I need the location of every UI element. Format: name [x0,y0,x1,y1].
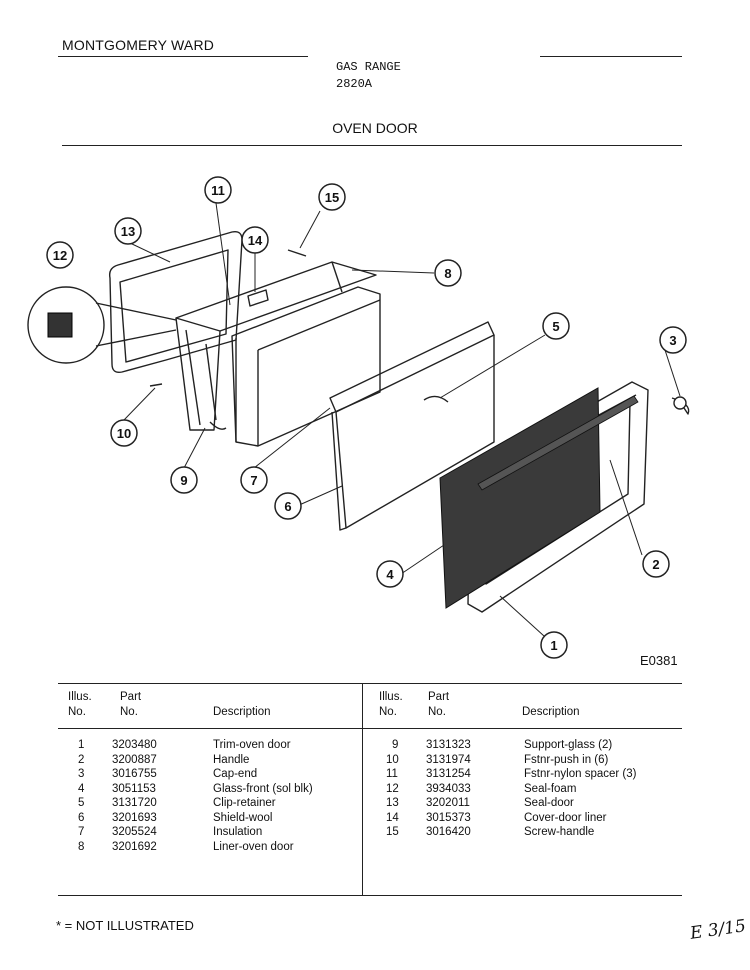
exploded-diagram: 1 2 3 4 5 6 7 8 9 10 11 12 13 14 15 [27,176,690,659]
support-glass-part [209,421,227,430]
diagram-code: E0381 [640,653,678,668]
callout-label: 13 [121,224,135,239]
callout-label: 9 [180,473,187,488]
seal-foam-zoom [27,286,105,364]
callout-label: 2 [652,557,659,572]
trim-oven-door-part [467,381,649,613]
clip-retainer-part [423,395,449,403]
col-header-desc-left: Description [213,706,271,718]
model-number: 2820A [336,77,373,91]
col-header-desc-right: Description [522,706,580,718]
section-title: OVEN DOOR [332,120,418,136]
callout-label: 8 [444,266,451,281]
callout-9 [170,466,198,494]
title-rule [62,145,682,146]
callout-8 [434,259,462,287]
seal-foam-part [47,312,73,338]
handwritten-note: E 3/15 [688,916,748,944]
col-header-illus-right: Illus.No. [379,691,403,718]
callout-label: 7 [250,473,257,488]
callout-15 [318,183,346,211]
liner-oven-door-part [175,261,377,332]
handle-bar [477,395,639,491]
callout-11 [204,176,232,204]
callout-13 [114,217,142,245]
callout-label: 6 [284,499,291,514]
callout-7 [240,466,268,494]
callout-label: 11 [211,183,225,198]
callout-label: 15 [325,190,339,205]
callout-6 [274,492,302,520]
callout-label: 5 [552,319,559,334]
callout-label: 1 [550,638,557,653]
glass-front-part [439,387,601,609]
callout-label: 10 [117,426,131,441]
callout-14 [241,226,269,254]
seal-door-part [108,230,243,374]
header-rule-right [540,56,682,57]
callout-label: 12 [53,248,67,263]
table-divider [362,683,363,895]
table-header-rule [58,728,682,729]
callout-label: 14 [248,233,263,248]
callout-label: 3 [669,333,676,348]
callout-4 [376,560,404,588]
screw-part [287,249,307,257]
product-name: GAS RANGE [336,60,401,74]
shield-wool-part [329,321,495,413]
callout-5 [542,312,570,340]
cap-end-disc [673,396,687,410]
table-top-rule [58,683,682,684]
callout-3 [659,326,687,354]
callout-12 [46,241,74,269]
col-header-illus-left: Illus.No. [68,691,92,718]
header-rule-left [58,56,308,57]
brand-name: MONTGOMERY WARD [62,37,215,53]
fastener-part [149,383,163,387]
footnote: * = NOT ILLUSTRATED [56,918,194,933]
cover-door-liner-part [247,289,269,307]
callout-1 [540,631,568,659]
callout-label: 4 [386,567,394,582]
callout-10 [110,419,138,447]
insulation-part [231,286,381,447]
callout-2 [642,550,670,578]
table-bottom-rule [58,895,682,896]
